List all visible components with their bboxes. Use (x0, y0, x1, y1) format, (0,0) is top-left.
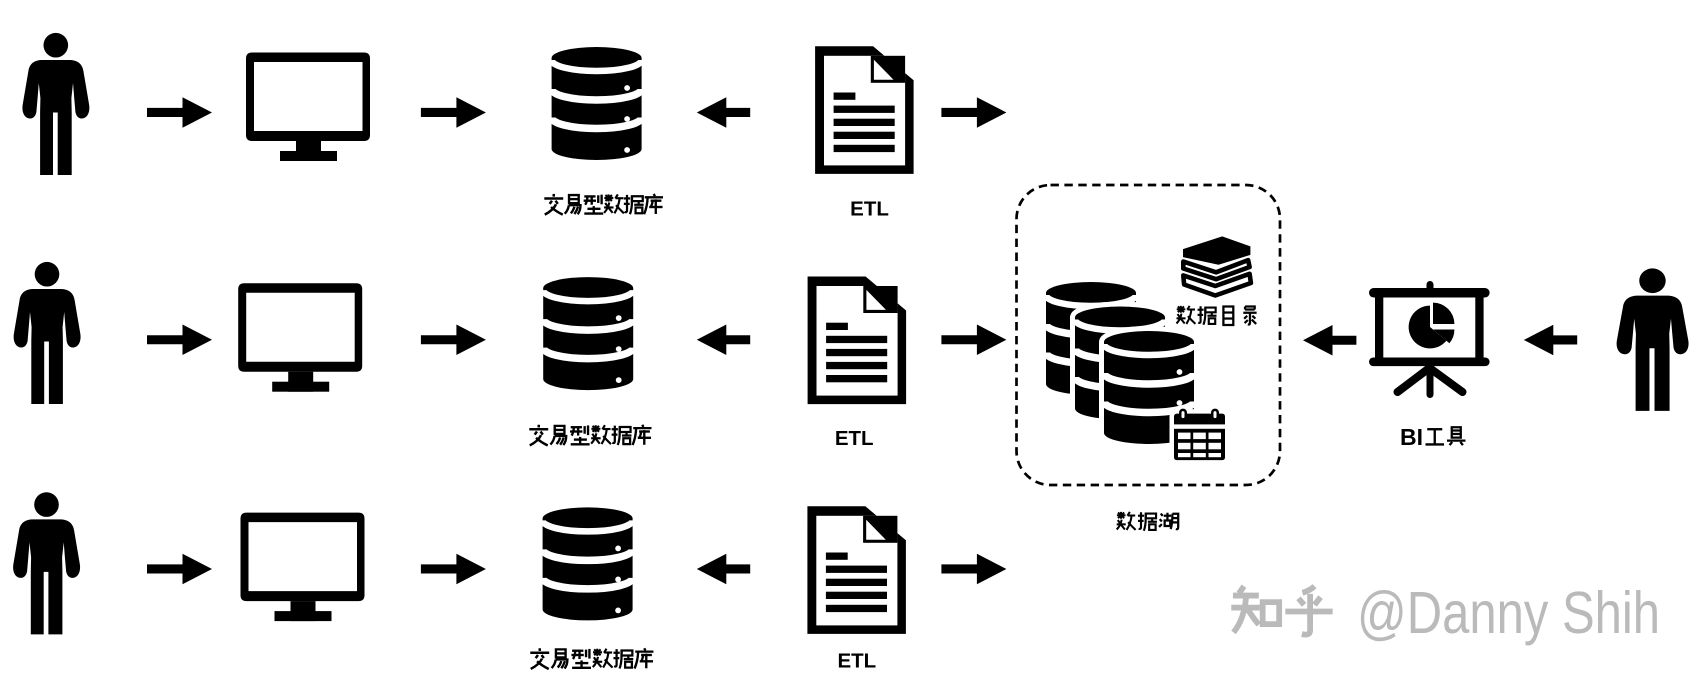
svg-text:ETL: ETL (835, 427, 874, 450)
svg-text:@Danny Shih: @Danny Shih (1357, 580, 1660, 646)
svg-text:ETL: ETL (850, 198, 889, 221)
svg-text:BI: BI (1400, 424, 1423, 450)
svg-text:ETL: ETL (837, 650, 876, 673)
